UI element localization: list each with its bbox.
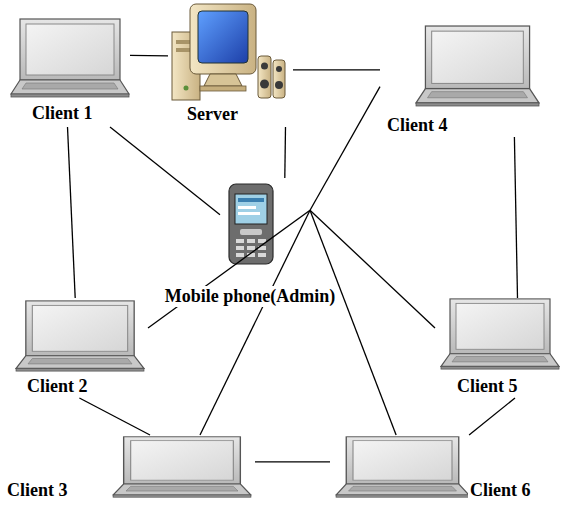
network-link	[130, 55, 168, 57]
network-link	[68, 127, 76, 298]
network-link	[200, 210, 310, 435]
device-label: Server	[185, 104, 240, 125]
network-link	[293, 69, 380, 70]
network-link	[310, 87, 380, 211]
client-laptop: Client 4	[380, 25, 540, 137]
device-label: Mobile phone(Admin)	[163, 286, 338, 307]
network-link	[148, 210, 310, 328]
server-icon	[172, 4, 285, 100]
network-link	[310, 210, 396, 435]
network-link	[255, 461, 330, 462]
laptop-icon	[416, 26, 539, 106]
admin-mobile-phone: Mobile phone(Admin)	[220, 178, 310, 270]
laptop-icon	[441, 299, 559, 369]
network-link	[110, 127, 220, 215]
device-label: Client 3	[5, 480, 70, 501]
laptop-icon	[336, 437, 469, 497]
server-computer: Server	[168, 0, 293, 127]
client-laptop: Client 2	[8, 298, 148, 398]
laptop-icon	[11, 19, 129, 97]
client-laptop: Client 5	[435, 298, 560, 398]
device-label: Client 2	[25, 376, 90, 397]
mobile-phone-icon	[229, 184, 273, 264]
network-link	[310, 210, 435, 328]
client-laptop: Client 1	[5, 15, 130, 127]
device-label: Client 6	[468, 480, 533, 501]
network-link	[469, 398, 515, 435]
device-label: Client 4	[385, 115, 450, 136]
laptop-icon	[16, 301, 144, 371]
laptop-icon	[113, 437, 251, 497]
network-link	[79, 398, 150, 435]
client-laptop: Client 3	[5, 435, 255, 502]
network-link	[514, 137, 517, 298]
network-link	[284, 127, 286, 178]
device-label: Client 1	[30, 103, 95, 124]
device-label: Client 5	[455, 376, 520, 397]
client-laptop: Client 6	[330, 435, 558, 502]
